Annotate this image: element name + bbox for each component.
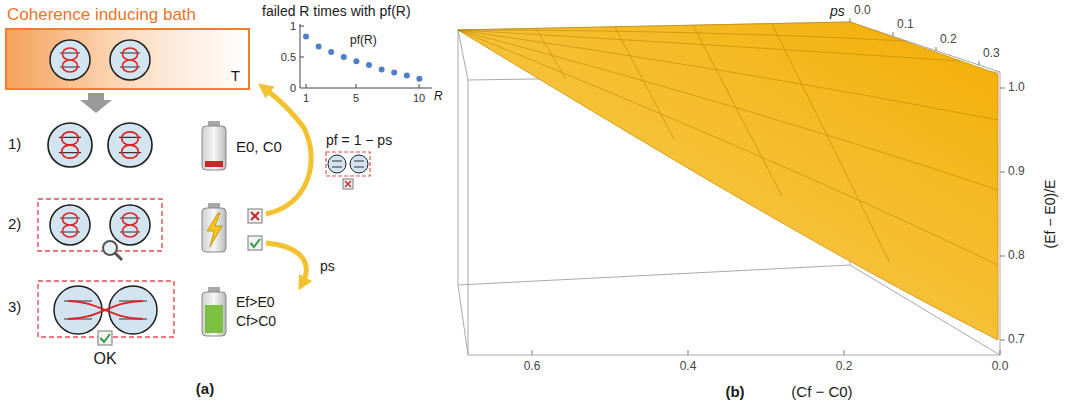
success-box <box>248 236 262 250</box>
tick-label: 10 <box>413 92 425 105</box>
probability-label: pf = 1 − ps <box>326 132 392 148</box>
step-number: 3) <box>8 298 21 315</box>
fail-box <box>248 209 262 223</box>
tick-label: 0.7 <box>1008 333 1025 347</box>
ground-state-box <box>326 152 370 189</box>
plot-box <box>458 22 1000 355</box>
success-arrow <box>266 243 306 284</box>
tick-label: 1.0 <box>1008 81 1025 95</box>
surface <box>458 22 998 340</box>
tick-label: 0.0 <box>854 4 871 18</box>
battery-full <box>202 287 226 336</box>
qubit <box>110 40 150 80</box>
bath-box: Coherence inducing bathT <box>5 28 250 90</box>
battery-charging <box>202 203 226 252</box>
magnifier <box>103 241 122 260</box>
tick-label: 1 <box>290 20 296 33</box>
axis-ticks <box>532 18 1005 355</box>
state-label: E0, C0 <box>236 138 282 155</box>
qubit <box>108 123 152 167</box>
inset-chart <box>300 24 432 88</box>
qubit <box>110 205 150 245</box>
axis-label: (Ef − E0)/E <box>1042 180 1058 249</box>
state-label: Ef>E0 <box>236 294 275 310</box>
tick-label: 0.2 <box>836 360 853 374</box>
down-arrow <box>80 93 112 113</box>
tick-label: 0.6 <box>524 360 541 374</box>
step-number: 1) <box>8 135 21 152</box>
ok-label: OK <box>93 350 116 368</box>
step-number: 2) <box>8 215 21 232</box>
tick-label: 0.0 <box>992 360 1009 374</box>
qubit <box>48 123 92 167</box>
entangled-box <box>38 281 174 337</box>
bath-fill <box>5 28 250 90</box>
tick-label: 0.4 <box>680 360 697 374</box>
tick-label: 0 <box>290 82 296 95</box>
series-label: pf(R) <box>350 34 377 48</box>
success-box <box>98 331 112 345</box>
surface-mesh <box>458 24 998 265</box>
tick-label: 0.3 <box>983 47 1000 61</box>
axis-label: R <box>434 90 443 104</box>
tick-label: 0.8 <box>1008 249 1025 263</box>
tick-label: 0.5 <box>281 51 296 64</box>
entangled-qubits <box>54 286 157 334</box>
tick-label: 5 <box>353 92 359 105</box>
tick-label: 0.9 <box>1008 165 1025 179</box>
qubit <box>50 40 90 80</box>
axis-label: ps <box>830 3 845 19</box>
temperature-label: T <box>231 67 240 84</box>
qubit <box>50 205 90 245</box>
tick-label: 0.2 <box>940 33 957 47</box>
battery-low <box>202 121 226 170</box>
measurement-box <box>38 199 162 251</box>
inset-title: failed R times with pf(R) <box>262 3 411 19</box>
axis-label: (Cf − C0) <box>791 383 852 400</box>
bath-heading: Coherence inducing bath <box>7 5 196 25</box>
state-label: Cf>C0 <box>236 313 276 329</box>
panel-label: (b) <box>725 383 744 400</box>
tick-label: 0.1 <box>897 18 914 32</box>
probability-label: ps <box>320 258 335 274</box>
tick-label: 1 <box>303 92 309 105</box>
panel-label: (a) <box>196 380 214 397</box>
